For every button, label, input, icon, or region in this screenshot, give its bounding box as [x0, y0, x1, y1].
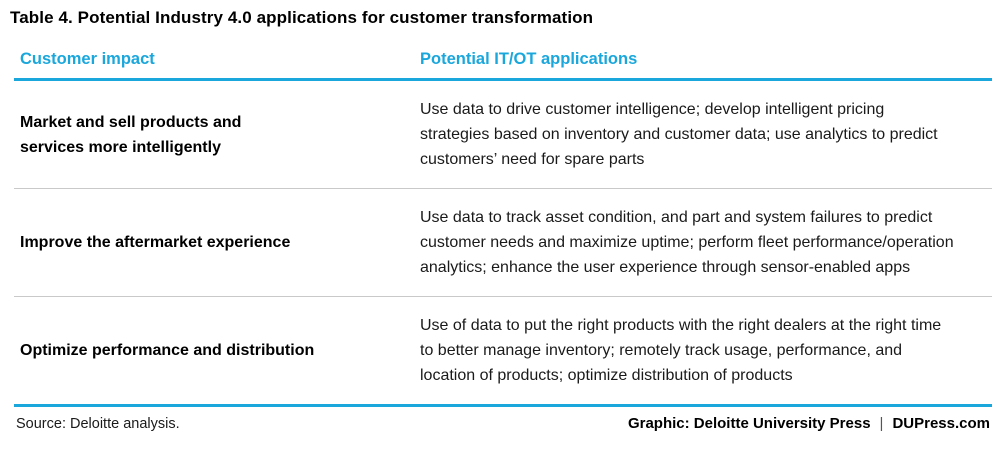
credit: Graphic: Deloitte University Press | DUP…: [628, 415, 990, 432]
footer: Source: Deloitte analysis. Graphic: Delo…: [14, 407, 992, 432]
dupress-site-text: DUPress.com: [892, 415, 990, 432]
column-header-it-ot-applications: Potential IT/OT applications: [420, 50, 638, 68]
customer-impact-text: Market and sell products and services mo…: [20, 113, 242, 156]
row-divider: [14, 188, 992, 189]
header-rule: [14, 78, 992, 81]
footer-rule: [14, 404, 992, 407]
data-table: Customer impact Potential IT/OT applicat…: [14, 50, 992, 407]
cell-applications: Use data to track asset condition, and p…: [420, 209, 954, 276]
table-title: Table 4. Potential Industry 4.0 applicat…: [10, 8, 594, 27]
cell-applications: Use of data to put the right products wi…: [420, 317, 942, 384]
customer-impact-text: Improve the aftermarket experience: [20, 234, 291, 251]
cell-customer-impact: Optimize performance and distribution: [14, 297, 420, 404]
table-row: Improve the aftermarket experience Use d…: [14, 189, 992, 296]
cell-applications: Use data to drive customer intelligence;…: [420, 101, 938, 168]
table-row: Optimize performance and distribution Us…: [14, 297, 992, 404]
cell-customer-impact: Market and sell products and services mo…: [14, 81, 420, 188]
table-header-row: Customer impact Potential IT/OT applicat…: [14, 50, 992, 78]
row-divider: [14, 296, 992, 297]
table-row: Market and sell products and services mo…: [14, 81, 992, 188]
credit-separator: |: [879, 415, 884, 432]
column-header-customer-impact: Customer impact: [20, 50, 155, 68]
graphic-credit-text: Graphic: Deloitte University Press: [627, 415, 871, 432]
customer-impact-text: Optimize performance and distribution: [20, 342, 315, 359]
source-text: Source: Deloitte analysis.: [16, 416, 180, 432]
cell-customer-impact: Improve the aftermarket experience: [14, 189, 420, 296]
